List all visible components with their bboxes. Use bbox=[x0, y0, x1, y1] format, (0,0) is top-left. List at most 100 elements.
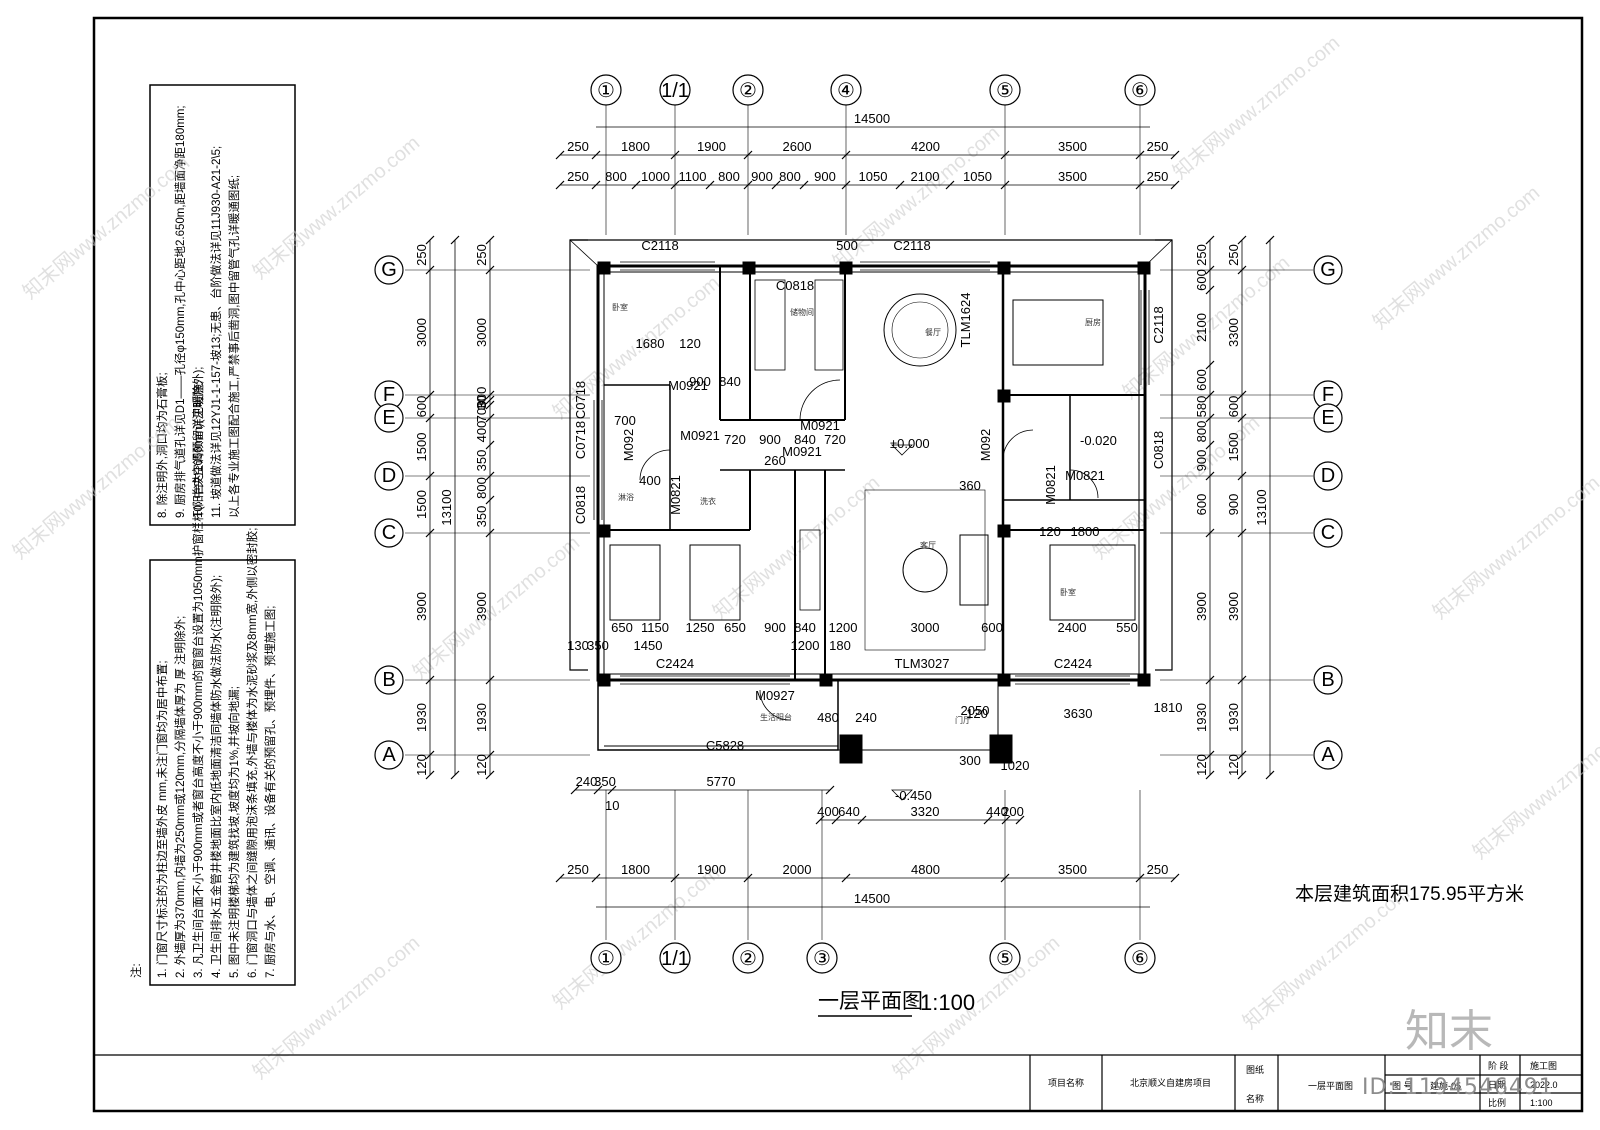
axis-label: E bbox=[1321, 407, 1334, 429]
axis-bubble bbox=[732, 74, 764, 106]
kitchen-counter bbox=[1012, 299, 1104, 366]
dimension-label: 1900 bbox=[697, 139, 726, 154]
axis-label: G bbox=[381, 259, 397, 281]
axis-label: 1/1 bbox=[661, 80, 689, 102]
dimension-label: 640 bbox=[838, 804, 860, 819]
interior-dimension: 900 bbox=[764, 620, 786, 635]
dimension-label: 350 bbox=[594, 774, 616, 789]
dimension-label: 3900 bbox=[1226, 592, 1241, 621]
notes-heading: 注: bbox=[129, 963, 143, 978]
room-label: 淋浴 bbox=[618, 492, 634, 502]
watermark-text: 知末网www.znzmo.com bbox=[708, 471, 884, 624]
interior-dimension: 1250 bbox=[686, 620, 715, 635]
dimension-label: 120 bbox=[414, 754, 429, 776]
dimension-label: 1930 bbox=[414, 703, 429, 732]
dimension-label: 800 bbox=[779, 169, 801, 184]
level-mark: ±0.000 bbox=[890, 436, 930, 451]
room-label: 洗衣 bbox=[700, 496, 716, 506]
dimension-label: 900 bbox=[814, 169, 836, 184]
dimension-label: 600 bbox=[1226, 396, 1241, 418]
dimension-label: 1900 bbox=[697, 862, 726, 877]
dimension-label: 1100 bbox=[679, 169, 707, 184]
dimension-label: 1500 bbox=[414, 490, 429, 519]
dimension-label: 2100 bbox=[911, 169, 940, 184]
window-label: TLM3027 bbox=[895, 656, 950, 671]
interior-dimension: 840 bbox=[794, 432, 816, 447]
watermark-text: 知末网www.znzmo.com bbox=[548, 861, 724, 1014]
interior-dimension: 2050 bbox=[961, 703, 990, 718]
axis-bubble bbox=[659, 74, 691, 106]
axis-label: ② bbox=[739, 948, 757, 970]
dimension-label: 250 bbox=[1147, 862, 1169, 877]
dimension-label: 3320 bbox=[911, 804, 940, 819]
axis-label: C bbox=[1321, 522, 1335, 544]
project-label: 项目名称 bbox=[1048, 1077, 1084, 1088]
interior-dimension: 840 bbox=[794, 620, 816, 635]
window-label: C0818 bbox=[776, 278, 814, 293]
axis-bubble bbox=[1313, 255, 1343, 285]
dimension-label: 3300 bbox=[1226, 318, 1241, 347]
dimension-label: 250 bbox=[567, 862, 589, 877]
stage-label: 阶 段 bbox=[1488, 1060, 1509, 1071]
axis-label: ② bbox=[739, 80, 757, 102]
room-label: 储物间 bbox=[790, 307, 814, 317]
interior-dimension: 720 bbox=[724, 432, 746, 447]
id-stamp: ID: 1194546491 bbox=[1362, 1075, 1554, 1100]
interior-dimension: 120 bbox=[966, 706, 988, 721]
dimension-label: 580 bbox=[1194, 396, 1209, 418]
dimension-label: 30 bbox=[474, 395, 489, 409]
note-line: 9. 厨房排气道孔详见D1——孔径φ150mm,孔中心距地2.650m,距墙面净… bbox=[173, 105, 187, 518]
door-label: M092 bbox=[978, 429, 993, 462]
interior-dimension: 3630 bbox=[1064, 706, 1093, 721]
axis-bubble bbox=[989, 942, 1021, 974]
interior-dimension: 1200 bbox=[791, 638, 820, 653]
axis-label: ⑥ bbox=[1131, 80, 1149, 102]
dimension-label: 2600 bbox=[783, 139, 812, 154]
area-note: 本层建筑面积175.95平方米 bbox=[1295, 883, 1524, 905]
interior-dimension: 1200 bbox=[829, 620, 858, 635]
dimension-label: 13100 bbox=[1254, 489, 1269, 525]
axis-bubble bbox=[374, 518, 404, 548]
window-label: C0718 bbox=[573, 421, 588, 459]
note-line: 1. 门窗尺寸标注的为柱边至墙外皮 mm,未注门窗均为居中布置; bbox=[155, 660, 169, 978]
drawing-no: 建施-05 bbox=[1430, 1080, 1461, 1091]
door-label: M092 bbox=[621, 429, 636, 462]
axis-bubble bbox=[806, 942, 838, 974]
interior-dimension: 550 bbox=[1116, 620, 1138, 635]
axis-grid bbox=[405, 105, 1313, 940]
dimension-label: 1500 bbox=[1226, 433, 1241, 462]
door-label: M0921 bbox=[800, 418, 840, 433]
dimension-label: 1050 bbox=[963, 169, 992, 184]
interior-dimension: 1150 bbox=[641, 620, 669, 635]
axis-bubble bbox=[1124, 74, 1156, 106]
watermark-text: 知末网www.znzmo.com bbox=[1428, 471, 1600, 624]
dimension-label: 3000 bbox=[474, 318, 489, 347]
axis-bubble bbox=[374, 461, 404, 491]
dimension-label: 250 bbox=[567, 169, 589, 184]
drawing-no-label: 图 号 bbox=[1392, 1081, 1413, 1091]
axis-bubble bbox=[374, 665, 404, 695]
interior-dimension: 1450 bbox=[634, 638, 663, 653]
interior-dimension: 400 bbox=[639, 473, 661, 488]
note-line: 5. 图中未注明楼梯均为建筑找坡,坡度均为1%,并坡向地漏; bbox=[227, 686, 241, 978]
room-label: 卧室 bbox=[1060, 587, 1076, 597]
door-label: M0821 bbox=[1043, 465, 1058, 505]
dimension-label: 350 bbox=[474, 450, 489, 472]
axis-label: B bbox=[1321, 669, 1334, 691]
axis-label: ⑤ bbox=[996, 948, 1014, 970]
dimension-label: 1930 bbox=[1226, 703, 1241, 732]
dimension-label: 400 bbox=[817, 804, 839, 819]
dimension-label: 2000 bbox=[783, 862, 812, 877]
scale-label: 比例 bbox=[1488, 1097, 1506, 1108]
dimension-label: 600 bbox=[414, 396, 429, 418]
room-label: 餐厅 bbox=[925, 328, 941, 337]
interior-dimension: 700 bbox=[614, 413, 636, 428]
door-label: M0927 bbox=[755, 688, 795, 703]
project-name: 北京顺义自建房项目 bbox=[1130, 1077, 1211, 1088]
interior-dimension: 650 bbox=[611, 620, 633, 635]
level-mark: -0.020 bbox=[1080, 433, 1117, 448]
window-label: C0818 bbox=[573, 486, 588, 524]
dimension-label: 3000 bbox=[414, 318, 429, 347]
note-line: 3. 凡卫生间台面不小于900mm或者窗台高度不小于900mm的窗窗台设置为10… bbox=[191, 367, 205, 978]
